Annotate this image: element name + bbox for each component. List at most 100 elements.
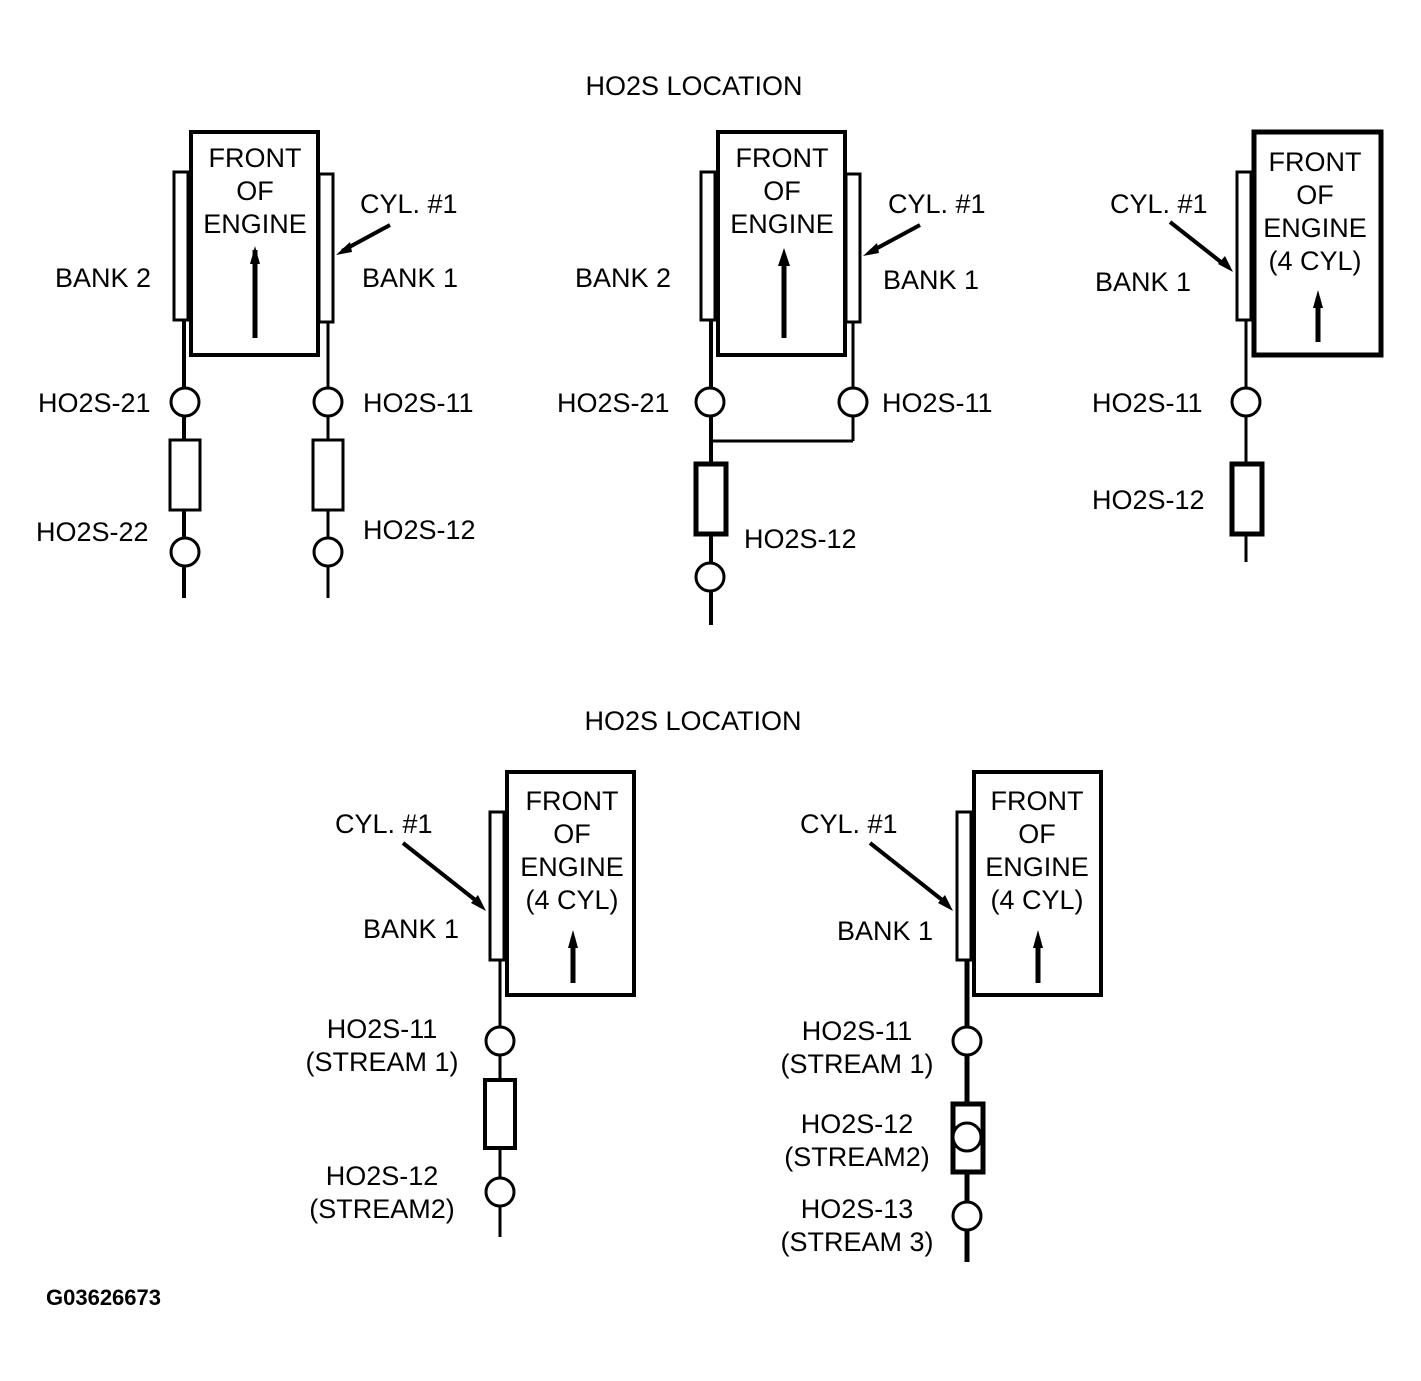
cyl-1-label: CYL. #1	[360, 189, 458, 219]
cyl-1-pointer	[869, 223, 921, 254]
engine-block	[972, 770, 1103, 997]
ho2s-11-label: HO2S-11	[327, 1014, 438, 1044]
bank-1-manifold	[317, 172, 335, 324]
ho2s-11-label: HO2S-11	[802, 1016, 913, 1046]
cyl-1-pointer-head	[1218, 256, 1233, 272]
ho2s-12-label: HO2S-12	[744, 524, 857, 554]
ho2s-13-label: HO2S-13	[801, 1194, 914, 1224]
cyl-1-pointer	[868, 841, 948, 905]
diagram-v-engine-dual-exhaust: FRONT OF ENGINE CYL. #1 BANK 2 BANK 1 HO…	[36, 130, 476, 598]
ho2s-21-sensor	[694, 386, 726, 418]
bank-1-label: BANK 1	[883, 265, 979, 295]
cyl-1-pointer-head	[863, 243, 879, 256]
ho2s-22-label: HO2S-22	[36, 517, 149, 547]
cyl-1-pointer-head	[471, 895, 486, 911]
cyl-1-label: CYL. #1	[888, 189, 986, 219]
bank-1-catalytic-converter	[311, 438, 345, 512]
front-arrowhead	[568, 930, 578, 948]
catalytic-converter	[1229, 461, 1265, 537]
bank-1-label: BANK 1	[363, 914, 459, 944]
front-label-line2: OF	[763, 176, 801, 206]
front-arrowhead	[778, 248, 790, 266]
ho2s-12-sensor	[484, 1176, 516, 1208]
front-label-line1: FRONT	[209, 143, 302, 173]
front-label-line4: (4 CYL)	[990, 885, 1083, 915]
ho2s-12-label: HO2S-12	[326, 1161, 439, 1191]
title-top: HO2S LOCATION	[585, 71, 802, 101]
ho2s-12-sensor	[312, 536, 344, 568]
front-arrowhead	[250, 246, 260, 264]
ho2s-11-sensor	[837, 386, 869, 418]
ho2s-12-sensor	[951, 1121, 983, 1153]
front-label-line1: FRONT	[991, 786, 1084, 816]
bank-1-label: BANK 1	[837, 916, 933, 946]
ho2s-12-stream-label: (STREAM2)	[309, 1194, 455, 1224]
diagram-v-engine-y-pipe: FRONT OF ENGINE CYL. #1 BANK 2 BANK 1 HO…	[557, 130, 993, 625]
diagram-4cyl-two-streams: FRONT OF ENGINE (4 CYL) CYL. #1 BANK 1 H…	[305, 770, 636, 1237]
front-label-line2: OF	[236, 176, 274, 206]
front-label-line3: ENGINE	[985, 852, 1089, 882]
catalytic-converter	[483, 1078, 517, 1150]
front-label-line2: OF	[1296, 180, 1334, 210]
ho2s-11-sensor	[1230, 386, 1262, 418]
ho2s-22-sensor	[169, 536, 201, 568]
ho2s-13-stream-label: (STREAM 3)	[780, 1227, 933, 1257]
bank-2-manifold	[699, 170, 717, 322]
ho2s-11-stream-label: (STREAM 1)	[780, 1049, 933, 1079]
ho2s-13-sensor	[951, 1200, 983, 1232]
front-label-line4: (4 CYL)	[1268, 246, 1361, 276]
front-label-line1: FRONT	[736, 143, 829, 173]
bank-1-manifold	[1235, 170, 1253, 322]
title-bottom: HO2S LOCATION	[584, 706, 801, 736]
cyl-1-pointer-head	[938, 895, 953, 911]
ho2s-21-label: HO2S-21	[557, 388, 670, 418]
cyl-1-label: CYL. #1	[800, 809, 898, 839]
ho2s-12-label: HO2S-12	[801, 1109, 914, 1139]
cyl-1-pointer	[401, 841, 481, 905]
ho2s-21-sensor	[169, 386, 201, 418]
front-label-line3: ENGINE	[730, 209, 834, 239]
front-arrowhead	[1033, 930, 1043, 948]
ho2s-11-label: HO2S-11	[882, 388, 993, 418]
ho2s-21-label: HO2S-21	[38, 388, 151, 418]
diagram-inline-4cyl: FRONT OF ENGINE (4 CYL) CYL. #1 BANK 1 H…	[1092, 129, 1384, 562]
ho2s-12-sensor	[694, 561, 726, 593]
cyl-1-label: CYL. #1	[335, 809, 433, 839]
ho2s-11-sensor	[312, 386, 344, 418]
ho2s-12-label: HO2S-12	[363, 515, 476, 545]
front-label-line2: OF	[553, 819, 591, 849]
ho2s-11-sensor	[484, 1025, 516, 1057]
cyl-1-pointer-head	[336, 242, 352, 255]
ho2s-11-stream-label: (STREAM 1)	[305, 1047, 458, 1077]
bank-2-catalytic-converter	[168, 438, 202, 512]
cyl-1-label: CYL. #1	[1110, 189, 1208, 219]
ho2s-11-label: HO2S-11	[363, 388, 474, 418]
engine-block	[1251, 129, 1384, 358]
bank-1-manifold	[955, 810, 973, 962]
front-arrowhead	[1313, 290, 1323, 308]
figure-id: G03626673	[46, 1285, 161, 1310]
bank-2-label: BANK 2	[575, 263, 671, 293]
bank-1-manifold	[488, 810, 506, 962]
bank-2-manifold	[172, 170, 190, 322]
front-label-line1: FRONT	[1269, 147, 1362, 177]
ho2s-12-stream-label: (STREAM2)	[784, 1142, 930, 1172]
bank-2-label: BANK 2	[55, 263, 151, 293]
engine-block	[505, 770, 636, 997]
ho2s-11-label: HO2S-11	[1092, 388, 1203, 418]
ho2s-11-sensor	[951, 1025, 983, 1057]
ho2s-12-label: HO2S-12	[1092, 485, 1205, 515]
bank-1-manifold	[844, 172, 862, 324]
front-label-line3: ENGINE	[1263, 213, 1367, 243]
front-label-line2: OF	[1018, 819, 1056, 849]
catalytic-converter	[693, 461, 729, 537]
front-label-line3: ENGINE	[520, 852, 624, 882]
cyl-1-pointer	[1168, 220, 1228, 268]
front-label-line4: (4 CYL)	[525, 885, 618, 915]
front-label-line3: ENGINE	[203, 209, 307, 239]
bank-1-label: BANK 1	[362, 263, 458, 293]
front-label-line1: FRONT	[526, 786, 619, 816]
bank-1-label: BANK 1	[1095, 267, 1191, 297]
diagram-4cyl-three-streams: FRONT OF ENGINE (4 CYL) CYL. #1 BANK 1 H…	[780, 770, 1103, 1262]
